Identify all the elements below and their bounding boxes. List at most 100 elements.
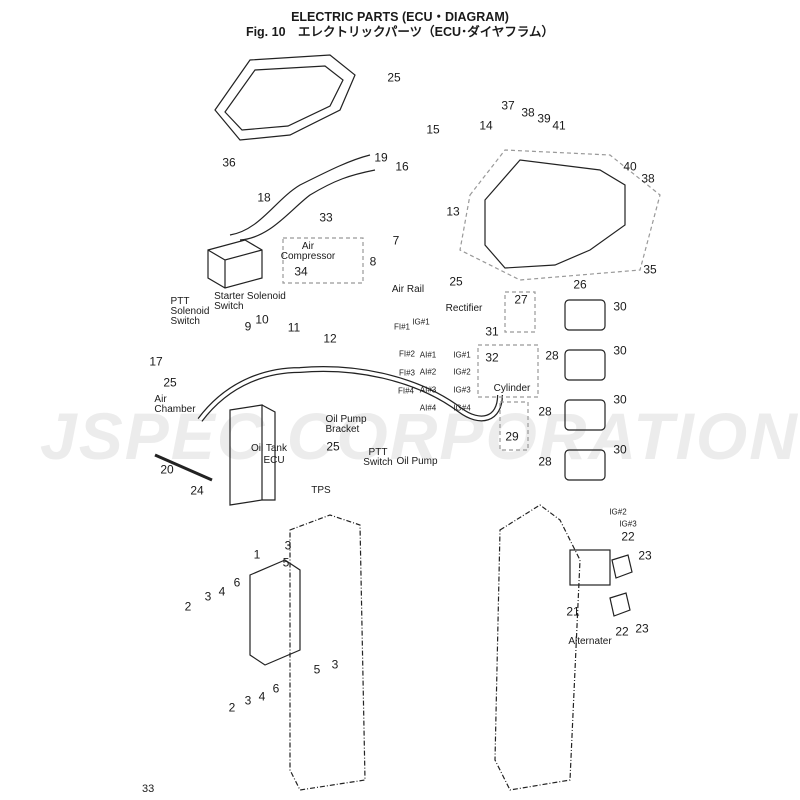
callout-38: 38: [521, 105, 535, 120]
label-air-chamber: Air Chamber: [154, 394, 196, 415]
callout-24: 24: [190, 483, 204, 498]
label-ptt-solenoid-switch: PTT Solenoid Switch: [170, 296, 210, 327]
callout-35: 35: [643, 262, 657, 277]
callout-29: 29: [505, 429, 519, 444]
air-compressor-box: [282, 237, 364, 284]
callout-2: 2: [184, 599, 192, 614]
callout-5: 5: [313, 662, 321, 677]
diagram-title: ELECTRIC PARTS (ECU・DIAGRAM): [291, 10, 509, 24]
callout-2: 2: [228, 700, 236, 715]
battery-part: [207, 239, 263, 289]
callout-39: 39: [537, 111, 551, 126]
callout-36: 36: [222, 155, 236, 170]
label-air-compressor: Air Compressor: [280, 241, 336, 262]
connector-ig3: IG#3: [453, 385, 471, 395]
callout-10: 10: [255, 312, 269, 327]
connector-ig1: IG#1: [412, 317, 430, 327]
callout-25: 25: [326, 439, 340, 454]
callout-38: 38: [641, 171, 655, 186]
label-ecu: ECU: [263, 455, 285, 466]
rod-part: [154, 453, 213, 482]
plug-cap-box: [499, 401, 529, 451]
callout-5: 5: [282, 555, 290, 570]
callout-32: 32: [485, 350, 499, 365]
callout-13: 13: [446, 204, 460, 219]
label-alternater: Alternater: [568, 636, 612, 647]
ignition-coil: [564, 299, 606, 331]
page-number: 33: [142, 783, 155, 795]
callout-20: 20: [160, 462, 174, 477]
label-oil-tank: Oil Tank: [251, 443, 287, 454]
callout-18: 18: [257, 190, 271, 205]
callout-3: 3: [204, 589, 212, 604]
label-rectifier: Rectifier: [445, 303, 483, 314]
callout-3: 3: [284, 538, 292, 553]
label-tps: TPS: [311, 485, 331, 496]
callout-30: 30: [613, 442, 627, 457]
callout-33: 33: [319, 210, 333, 225]
callout-17: 17: [149, 354, 163, 369]
wire-part: [239, 169, 376, 241]
connector-ig2: IG#2: [609, 507, 627, 517]
callout-31: 31: [485, 324, 499, 339]
callout-28: 28: [538, 454, 552, 469]
rectifier-regulator: [569, 549, 611, 586]
callout-8: 8: [369, 254, 377, 269]
callout-41: 41: [552, 118, 566, 133]
callout-7: 7: [392, 233, 400, 248]
connector-ai3: AI#3: [419, 385, 437, 395]
label-cylinder: Cylinder: [493, 383, 531, 394]
callout-25: 25: [449, 274, 463, 289]
bracket-22: [609, 554, 633, 617]
callout-30: 30: [613, 343, 627, 358]
callout-25: 25: [163, 375, 177, 390]
callout-37: 37: [501, 98, 515, 113]
engine-block: [289, 514, 366, 791]
connector-ai4: AI#4: [419, 403, 437, 413]
callout-6: 6: [233, 575, 241, 590]
connector-fi3: FI#3: [398, 368, 416, 378]
callout-30: 30: [613, 392, 627, 407]
callout-22: 22: [615, 624, 629, 639]
ecu-part: [229, 404, 276, 506]
callout-30: 30: [613, 299, 627, 314]
wire-part: [229, 154, 371, 236]
bracket-part: [484, 159, 626, 269]
connector-ai2: AI#2: [419, 367, 437, 377]
plug-cap-box: [504, 291, 536, 333]
connector-ig4: IG#4: [453, 403, 471, 413]
callout-21: 21: [566, 604, 580, 619]
ignition-coil: [564, 449, 606, 481]
connector-ig1: IG#1: [453, 350, 471, 360]
callout-40: 40: [623, 159, 637, 174]
connector-fi2: FI#2: [398, 349, 416, 359]
ignition-coil: [564, 399, 606, 431]
callout-3: 3: [244, 693, 252, 708]
callout-4: 4: [258, 689, 266, 704]
callout-9: 9: [244, 319, 252, 334]
label-oil-pump-bracket: Oil Pump Bracket: [325, 414, 367, 435]
cylinder-box: [477, 344, 539, 398]
connector-fi4: FI#4: [397, 386, 415, 396]
callout-11: 11: [287, 320, 301, 335]
ignition-coil: [564, 349, 606, 381]
label-air-rail: Air Rail: [391, 284, 425, 295]
label-oil-pump: Oil Pump: [396, 456, 438, 467]
callout-16: 16: [395, 159, 409, 174]
callout-3: 3: [331, 657, 339, 672]
label-starter-solenoid-switch: Starter Solenoid Switch: [214, 291, 286, 312]
callout-28: 28: [545, 348, 559, 363]
callout-23: 23: [638, 548, 652, 563]
callout-26: 26: [573, 277, 587, 292]
connector-ig3: IG#3: [619, 519, 637, 529]
callout-23: 23: [635, 621, 649, 636]
callout-22: 22: [621, 529, 635, 544]
ecu-module: [249, 559, 301, 666]
cover-part: [214, 54, 356, 141]
callout-28: 28: [538, 404, 552, 419]
diagram-subtitle: Fig. 10 エレクトリックパーツ（ECU･ダイヤフラム）: [245, 25, 555, 39]
callout-27: 27: [514, 292, 528, 307]
callout-34: 34: [294, 264, 308, 279]
callout-19: 19: [374, 150, 388, 165]
